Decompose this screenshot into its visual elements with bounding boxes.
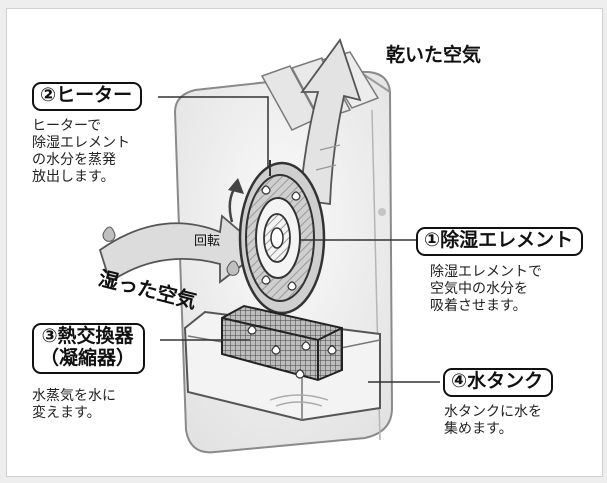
heater-label: ②ヒーター — [32, 82, 143, 111]
desiccant-rotor — [238, 160, 326, 315]
dry-air-label: 乾いた空気 — [386, 44, 482, 66]
heater-description-line: ヒーターで — [32, 118, 102, 134]
exchanger-description: 水蒸気を水に 変えます。 — [32, 388, 116, 422]
tank-label: ④水タンク — [443, 368, 554, 397]
exchanger-label-line1: ③熱交換器 — [41, 325, 134, 347]
exchanger-description-line: 水蒸気を水に — [32, 388, 116, 404]
heat-exchanger — [221, 304, 343, 382]
tank-description-line: 集めます。 — [444, 421, 513, 437]
element-description-line: 吸着させます。 — [430, 298, 527, 314]
dry-air-arrow — [299, 38, 362, 206]
exchanger-label: ③熱交換器 （凝縮器） — [32, 323, 146, 374]
heater-leader-line — [158, 96, 269, 170]
rotation-label: 回転 — [194, 234, 221, 249]
rotation-arrowhead-icon — [228, 178, 244, 194]
heater-description-line: の水分を蒸発 — [32, 152, 116, 168]
heater-description-line: 放出します。 — [32, 169, 115, 185]
heater-description: ヒーターで 除湿エレメント の水分を蒸発 放出します。 — [32, 118, 130, 186]
element-description-line: 空気中の水分を — [430, 281, 528, 297]
element-description: 除湿エレメントで 空気中の水分を 吸着させます。 — [430, 264, 542, 315]
tank-description: 水タンクに水を 集めます。 — [444, 404, 542, 438]
exchanger-label-line2: （凝縮器） — [40, 346, 136, 369]
element-label: ①除湿エレメント — [416, 227, 584, 256]
exchanger-description-line: 変えます。 — [32, 405, 101, 421]
element-description-line: 除湿エレメントで — [430, 264, 542, 280]
tank-description-line: 水タンクに水を — [444, 404, 542, 420]
heater-description-line: 除湿エレメント — [32, 135, 130, 151]
